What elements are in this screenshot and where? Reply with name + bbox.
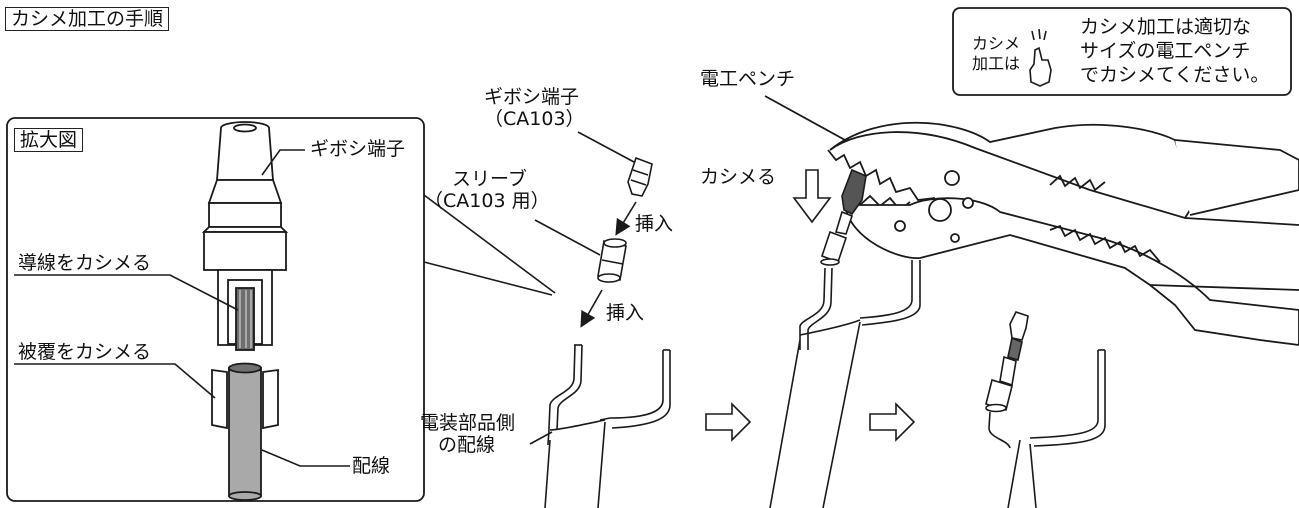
note-line-2: サイズの電工ペンチ [1080,40,1251,62]
insert-label-1: 挿入 [635,213,674,235]
step2-wire [769,168,921,508]
note-side-label-1: カシメ [972,34,1021,53]
pliers-label: 電工ペンチ [700,68,796,90]
enlarged-view-label: 拡大図 [14,128,84,152]
note-box [952,7,1292,96]
sleeve-label-line1: スリーブ [452,168,527,190]
wiring-label-line1: 電装部品側 [420,412,516,434]
enlarged-leader-lines [14,149,350,467]
step3-finished [985,311,1106,508]
enlarged-view-panel [6,117,556,502]
step1-parts [529,131,671,508]
note-line-3: でカシメてください。 [1080,64,1270,86]
pointing-hand-icon [1029,28,1052,87]
sleeve-label-line2: （CA103 用） [424,190,550,212]
crimp-label: カシメる [700,166,777,188]
wiring-label-line2: の配線 [438,434,496,456]
wire-label: 配線 [352,455,391,477]
page-title: カシメ加工の手順 [5,7,170,31]
terminal-label-line2: （CA103） [484,108,585,130]
note-line-1: カシメ加工は適切な [1080,16,1252,38]
crimping-pliers-drawing [764,95,1299,346]
flow-arrows [705,402,916,442]
crimp-conductor-label: 導線をカシメる [18,252,152,274]
enlarged-terminal-drawing [201,121,289,501]
note-side-label-2: 加工は [972,54,1021,73]
insert-label-2: 挿入 [606,302,645,324]
terminal-label-line1: ギボシ端子 [484,86,580,108]
crimp-insulation-label: 被覆をカシメる [18,341,152,363]
enlarged-terminal-label: ギボシ端子 [310,138,406,160]
